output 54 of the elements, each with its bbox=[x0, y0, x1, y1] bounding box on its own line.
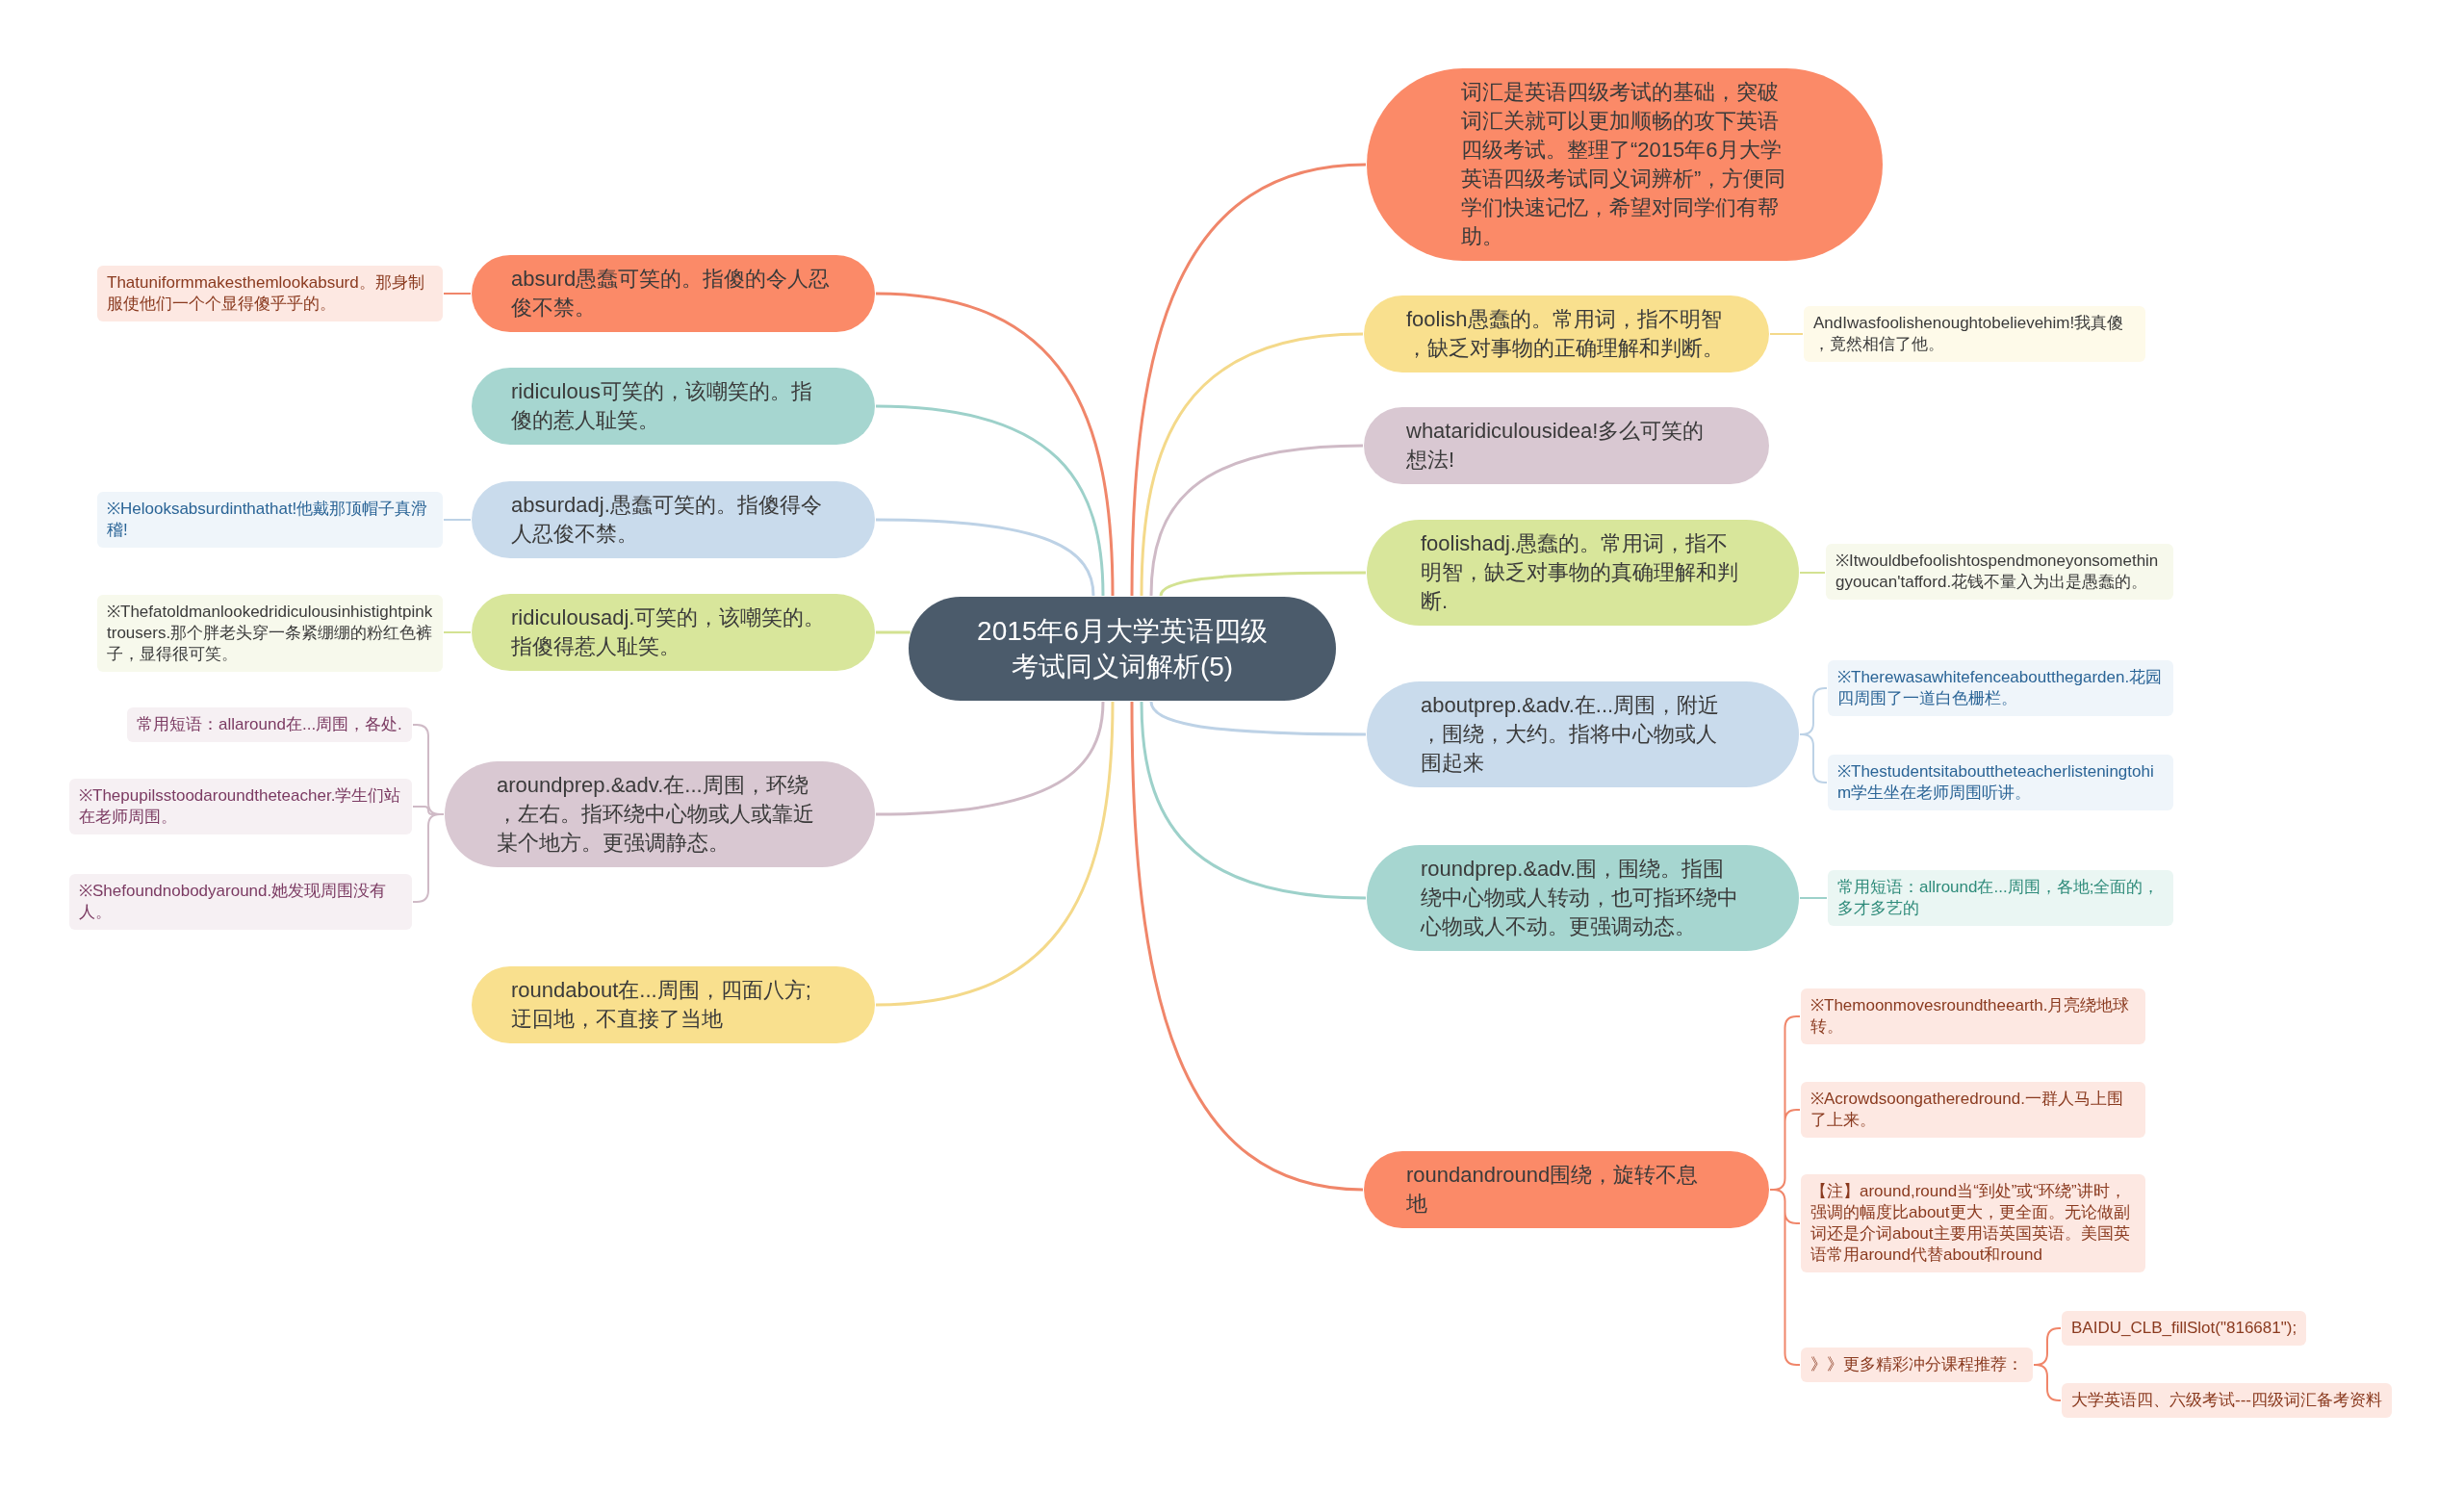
note-card: ※Themoonmovesroundtheearth.月亮绕地球转。 bbox=[1801, 988, 2145, 1044]
branch-line bbox=[1140, 332, 1364, 597]
branch-line bbox=[2033, 1327, 2062, 1401]
branch-line bbox=[875, 404, 1105, 597]
note-card: 大学英语四、六级考试---四级词汇备考资料 bbox=[2062, 1383, 2392, 1418]
branch-line bbox=[1130, 701, 1364, 1192]
topic-pill: ridiculousadj.可笑的，该嘲笑的。指傻得惹人耻笑。 bbox=[472, 594, 875, 671]
topic-pill: foolish愚蠢的。常用词，指不明智，缺乏对事物的正确理解和判断。 bbox=[1364, 295, 1769, 372]
branch-line bbox=[1769, 1015, 1801, 1366]
branch-line bbox=[876, 630, 911, 634]
note-card: AndIwasfoolishenoughtobelievehim!我真傻，竟然相信了他。 bbox=[1804, 306, 2145, 362]
branch-line bbox=[1140, 701, 1367, 900]
note-card: Thatuniformmakesthemlookabsurd。那身制服使他们一个个显得傻乎乎的。 bbox=[97, 266, 443, 321]
topic-pill: roundabout在...周围，四面八方;迂回地，不直接了当地 bbox=[472, 966, 875, 1043]
note-card: BAIDU_CLB_fillSlot("816681"); bbox=[2062, 1311, 2307, 1346]
branch-line bbox=[1799, 897, 1828, 899]
note-card: ※Therewasawhitefenceaboutthegarden.花园四周围了一道白色栅栏。 bbox=[1828, 660, 2173, 716]
topic-pill: aboutprep.&adv.在...周围，附近，围绕，大约。指将中心物或人围起来 bbox=[1367, 681, 1799, 787]
note-card: ※Shefoundnobodyaround.她发现周围没有人。 bbox=[69, 874, 412, 930]
topic-pill: 词汇是英语四级考试的基础，突破词汇关就可以更加顺畅的攻下英语四级考试。整理了“2015年6月大学英语四级考试同义词辨析”，方便同学们快速记忆，希望对同学们有帮助。 bbox=[1367, 68, 1883, 261]
topic-pill: roundandround围绕，旋转不息地 bbox=[1364, 1151, 1769, 1228]
note-card: ※Acrowdsoongatheredround.一群人马上围了上来。 bbox=[1801, 1082, 2145, 1138]
branch-line bbox=[1130, 163, 1367, 597]
branch-line bbox=[875, 701, 1105, 816]
note-card: ※Thestudentsitabouttheteacherlisteningtohim学生坐在老师周围听讲。 bbox=[1828, 755, 2173, 810]
note-card: 【注】around,round当“到处”或“环绕”讲时，强调的幅度比about更大，更全面。无论做副词还是介词about主要用语英国英语。美国英语常用around代替about和round bbox=[1801, 1174, 2145, 1272]
topic-pill: aroundprep.&adv.在...周围，环绕，左右。指环绕中心物或人或靠近某个地方。更强调静态。 bbox=[445, 761, 875, 867]
central-topic: 2015年6月大学英语四级考试同义词解析(5) bbox=[909, 597, 1336, 701]
topic-pill: foolishadj.愚蠢的。常用词，指不明智，缺乏对事物的真确理解和判断. bbox=[1367, 520, 1799, 626]
branch-line bbox=[412, 724, 445, 903]
branch-line bbox=[1769, 333, 1804, 335]
topic-pill: whataridiculousidea!多么可笑的想法! bbox=[1364, 407, 1769, 484]
note-card: ※Thepupilsstoodaroundtheteacher.学生们站在老师周围。 bbox=[69, 779, 412, 834]
note-card: ※Thefatoldmanlookedridiculousinhistightpinktrousers.那个胖老头穿一条紧绷绷的粉红色裤子，显得很可笑。 bbox=[97, 595, 443, 672]
note-card: ※Itwouldbefoolishtospendmoneyonsomethingyoucan'tafford.花钱不量入为出是愚蠢的。 bbox=[1826, 544, 2173, 600]
branch-line bbox=[1799, 572, 1826, 574]
note-card: 》》更多精彩冲分课程推荐： bbox=[1801, 1348, 2033, 1382]
branch-line bbox=[443, 293, 472, 295]
branch-line bbox=[1149, 444, 1364, 597]
branch-line bbox=[1799, 687, 1828, 783]
branch-line bbox=[443, 631, 472, 633]
note-card: 常用短语：allaround在...周围，各处. bbox=[127, 707, 412, 742]
note-card: ※Helooksabsurdinthathat!他戴那顶帽子真滑稽! bbox=[97, 492, 443, 548]
note-card: 常用短语：allround在...周围，各地;全面的，多才多艺的 bbox=[1828, 870, 2173, 926]
branch-line bbox=[875, 292, 1115, 597]
topic-pill: absurdadj.愚蠢可笑的。指傻得令人忍俊不禁。 bbox=[472, 481, 875, 558]
branch-line bbox=[1149, 701, 1366, 736]
topic-pill: roundprep.&adv.围，围绕。指围绕中心物或人转动，也可指环绕中心物或人不动。更强调动态。 bbox=[1367, 845, 1799, 951]
topic-pill: ridiculous可笑的，该嘲笑的。指傻的惹人耻笑。 bbox=[472, 368, 875, 445]
branch-line bbox=[1159, 571, 1366, 597]
branch-line bbox=[875, 518, 1095, 597]
branch-line bbox=[443, 519, 472, 521]
topic-pill: absurd愚蠢可笑的。指傻的令人忍俊不禁。 bbox=[472, 255, 875, 332]
branch-line bbox=[875, 701, 1115, 1007]
